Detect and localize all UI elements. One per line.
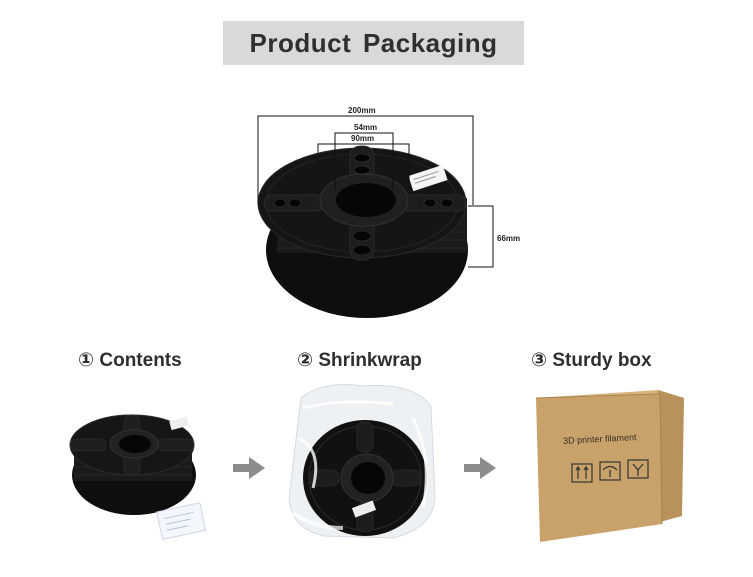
dim-line-200mm [257,115,474,205]
dim-label-54mm: 54mm [354,123,378,132]
dim-line-66mm [468,205,494,268]
step-label-sturdy-box: ③ Sturdy box [531,350,652,371]
shrinkwrap-image [288,384,436,539]
title-banner: Product Packaging [223,21,524,65]
step-label-contents: ① Contents [78,350,182,371]
contents-image [69,414,207,540]
page-title: Product Packaging [249,27,498,58]
dim-label-90mm: 90mm [351,134,375,143]
handling-symbols [571,459,649,483]
step-label-shrinkwrap: ② Shrinkwrap [297,350,422,371]
box-side [658,390,684,522]
spool-label-sticker [408,164,448,192]
dim-label-66mm: 66mm [497,234,521,243]
dim-label-200mm: 200mm [348,106,376,115]
spool-dimension-figure [257,115,494,318]
box-front [536,394,662,542]
arrow-right-icon [233,457,265,479]
dim-line-54mm [334,132,394,191]
spool-hub-hole [336,183,396,217]
desiccant-packet [156,502,207,540]
arrow-right-icon [464,457,496,479]
dim-line-90mm [317,143,410,191]
sturdy-box-image [535,390,684,542]
